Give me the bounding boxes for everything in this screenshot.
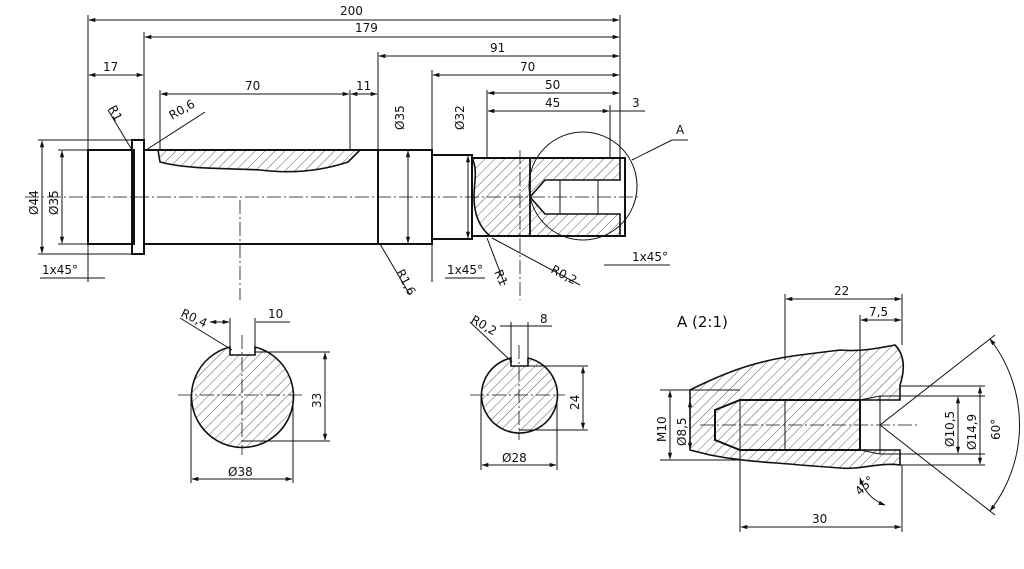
section-view-38: 10 R0,4 33 Ø38 (178, 306, 330, 483)
section2-h24: 24 (568, 395, 582, 410)
radius-r16: R1,6 (393, 267, 418, 298)
dim-50: 50 (545, 78, 560, 92)
detail-dia-14-9: Ø14,9 (965, 414, 979, 450)
dim-70-keyway: 70 (245, 79, 260, 93)
detail-dia-10-5: Ø10,5 (943, 411, 957, 447)
dim-3: 3 (632, 96, 640, 110)
section-28-body (480, 356, 559, 434)
section2-w8: 8 (540, 312, 548, 326)
end-cutaway-left (470, 157, 531, 237)
dim-179: 179 (355, 21, 378, 35)
detail-a-circle (528, 131, 638, 241)
detail-a-ref: A (676, 123, 685, 137)
chamfer-mid: 1x45° (447, 263, 483, 277)
detail-m10: M10 (655, 416, 669, 442)
section1-w10: 10 (268, 307, 283, 321)
dim-11: 11 (356, 79, 371, 93)
detail-dia-8-5: Ø8,5 (675, 417, 689, 446)
radius-r06: R0,6 (167, 97, 198, 123)
detail-dim-22: 22 (834, 284, 849, 298)
section-38-body (190, 345, 295, 449)
detail-title: A (2:1) (677, 313, 728, 331)
dim-dia-32: Ø32 (453, 105, 467, 130)
section1-dia38: Ø38 (228, 465, 253, 479)
detail-angle-45: 45° (852, 473, 877, 498)
detail-hatched-body (689, 344, 905, 470)
collar-section (87, 149, 135, 245)
shaft-main-view: A (25, 123, 688, 300)
dim-45: 45 (545, 96, 560, 110)
chamfer-left: 1x45° (42, 263, 78, 277)
end-cutaway-right (528, 157, 621, 237)
dim-91: 91 (490, 41, 505, 55)
dim-17: 17 (103, 60, 118, 74)
dim-70-top: 70 (520, 60, 535, 74)
detail-dim-7-5: 7,5 (869, 305, 888, 319)
dim-dia-35-left: Ø35 (47, 190, 61, 215)
section-view-28: 8 R0,2 24 Ø28 (469, 312, 588, 470)
radius-r1-right: R1 (491, 268, 510, 288)
dim-200: 200 (340, 4, 363, 18)
section2-dia28: Ø28 (502, 451, 527, 465)
section2-r02: R0,2 (469, 312, 500, 338)
radius-r02: R0,2 (549, 262, 580, 287)
detail-dim-30: 30 (812, 512, 827, 526)
radius-r1-left: R1 (105, 103, 125, 124)
dim-dia-35-step: Ø35 (393, 105, 407, 130)
section1-h33: 33 (310, 393, 324, 408)
dim-dia-44: Ø44 (27, 190, 41, 215)
step-diameter-32 (431, 154, 473, 240)
detail-a-view: A (2:1) 22 7,5 30 M10 Ø8,5 Ø10,5 (655, 284, 1020, 532)
flange (131, 139, 145, 255)
chamfer-right: 1x45° (632, 250, 668, 264)
keyway-cutaway (157, 149, 362, 173)
detail-angle-60: 60° (989, 419, 1003, 440)
